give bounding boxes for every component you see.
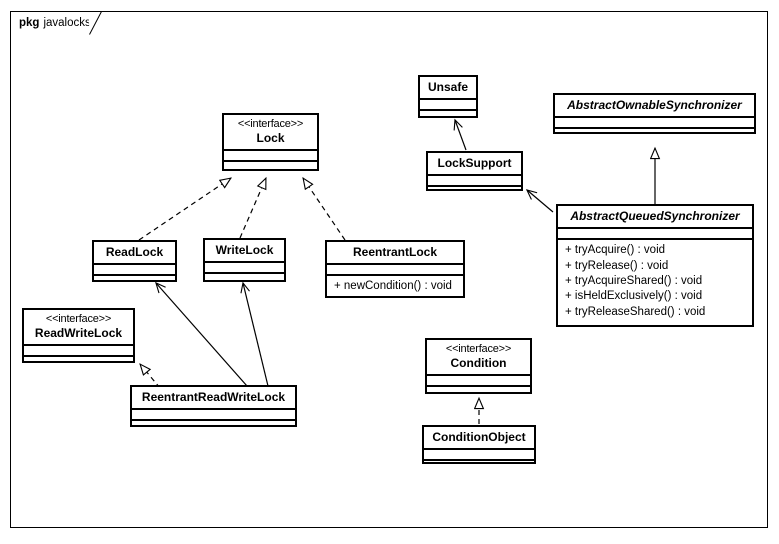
- class-name-label: ReentrantLock: [352, 245, 438, 259]
- class-header-lock-support: LockSupport: [428, 153, 521, 174]
- member-row: + newCondition() : void: [334, 280, 452, 293]
- member-row: + isHeldExclusively() : void: [565, 290, 703, 303]
- operations-compartment: [428, 185, 521, 196]
- class-box-abstract-queued-synchronizer[interactable]: AbstractQueuedSynchronizer + tryAcquire(…: [556, 204, 754, 327]
- class-header-abstract-queued-synchronizer: AbstractQueuedSynchronizer: [558, 206, 752, 227]
- member-row: + tryAcquire() : void: [565, 244, 666, 257]
- class-name-label: AbstractQueuedSynchronizer: [570, 209, 740, 223]
- attributes-compartment: [224, 149, 317, 160]
- attributes-compartment: [428, 174, 521, 185]
- class-header-lock: <<interface>> Lock: [224, 115, 317, 149]
- stereotype-label: <<interface>>: [237, 118, 304, 130]
- class-name-label: Lock: [256, 130, 285, 145]
- stereotype-label: <<interface>>: [45, 313, 112, 325]
- class-header-read-lock: ReadLock: [94, 242, 175, 263]
- package-tab: pkg javalocks: [10, 11, 99, 34]
- class-box-reentrant-read-write-lock[interactable]: ReentrantReadWriteLock: [130, 385, 297, 427]
- operations-compartment: [427, 385, 530, 396]
- class-name-label: LockSupport: [437, 156, 512, 170]
- class-box-read-lock[interactable]: ReadLock: [92, 240, 177, 282]
- class-header-unsafe: Unsafe: [420, 77, 476, 98]
- class-box-condition[interactable]: <<interface>> Condition: [425, 338, 532, 394]
- member-row: + tryReleaseShared() : void: [565, 305, 706, 318]
- class-box-read-write-lock[interactable]: <<interface>> ReadWriteLock: [22, 308, 135, 363]
- class-box-unsafe[interactable]: Unsafe: [418, 75, 478, 118]
- class-name-label: WriteLock: [215, 243, 274, 257]
- operations-compartment: + tryAcquire() : void + tryRelease() : v…: [558, 238, 752, 324]
- operations-compartment: [420, 109, 476, 120]
- class-box-write-lock[interactable]: WriteLock: [203, 238, 286, 282]
- class-header-write-lock: WriteLock: [205, 240, 284, 261]
- operations-compartment: + newCondition() : void: [327, 274, 463, 298]
- class-name-label: ReadWriteLock: [34, 325, 123, 340]
- operations-compartment: [424, 459, 534, 470]
- attributes-compartment: [427, 374, 530, 385]
- class-name-label: ConditionObject: [432, 430, 526, 444]
- class-header-reentrant-lock: ReentrantLock: [327, 242, 463, 263]
- operations-compartment: [132, 419, 295, 430]
- operations-compartment: [24, 355, 133, 366]
- class-header-abstract-ownable-synchronizer: AbstractOwnableSynchronizer: [555, 95, 754, 116]
- attributes-compartment: [24, 344, 133, 355]
- class-header-reentrant-read-write-lock: ReentrantReadWriteLock: [132, 387, 295, 408]
- class-box-lock[interactable]: <<interface>> Lock: [222, 113, 319, 171]
- class-box-lock-support[interactable]: LockSupport: [426, 151, 523, 191]
- class-name-label: Unsafe: [427, 80, 468, 94]
- attributes-compartment: [558, 227, 752, 238]
- class-header-read-write-lock: <<interface>> ReadWriteLock: [24, 310, 133, 344]
- member-row: + tryAcquireShared() : void: [565, 274, 703, 287]
- package-frame: [10, 11, 768, 528]
- class-header-condition: <<interface>> Condition: [427, 340, 530, 374]
- class-header-condition-object: ConditionObject: [424, 427, 534, 448]
- member-row: + tryRelease() : void: [565, 259, 669, 272]
- class-name-label: ReentrantReadWriteLock: [141, 390, 286, 404]
- attributes-compartment: [327, 263, 463, 274]
- attributes-compartment: [132, 408, 295, 419]
- operations-compartment: [555, 127, 754, 138]
- class-name-label: Condition: [450, 355, 507, 370]
- attributes-compartment: [205, 261, 284, 272]
- attributes-compartment: [424, 448, 534, 459]
- package-name: javalocks: [43, 17, 91, 29]
- operations-compartment: [205, 272, 284, 283]
- class-box-condition-object[interactable]: ConditionObject: [422, 425, 536, 464]
- operations-compartment: [94, 274, 175, 285]
- stereotype-label: <<interface>>: [445, 343, 512, 355]
- attributes-compartment: [94, 263, 175, 274]
- class-box-reentrant-lock[interactable]: ReentrantLock + newCondition() : void: [325, 240, 465, 298]
- package-keyword: pkg: [19, 17, 40, 29]
- attributes-compartment: [420, 98, 476, 109]
- class-name-label: ReadLock: [105, 245, 164, 259]
- attributes-compartment: [555, 116, 754, 127]
- class-box-abstract-ownable-synchronizer[interactable]: AbstractOwnableSynchronizer: [553, 93, 756, 134]
- operations-compartment: [224, 160, 317, 171]
- class-name-label: AbstractOwnableSynchronizer: [567, 98, 742, 112]
